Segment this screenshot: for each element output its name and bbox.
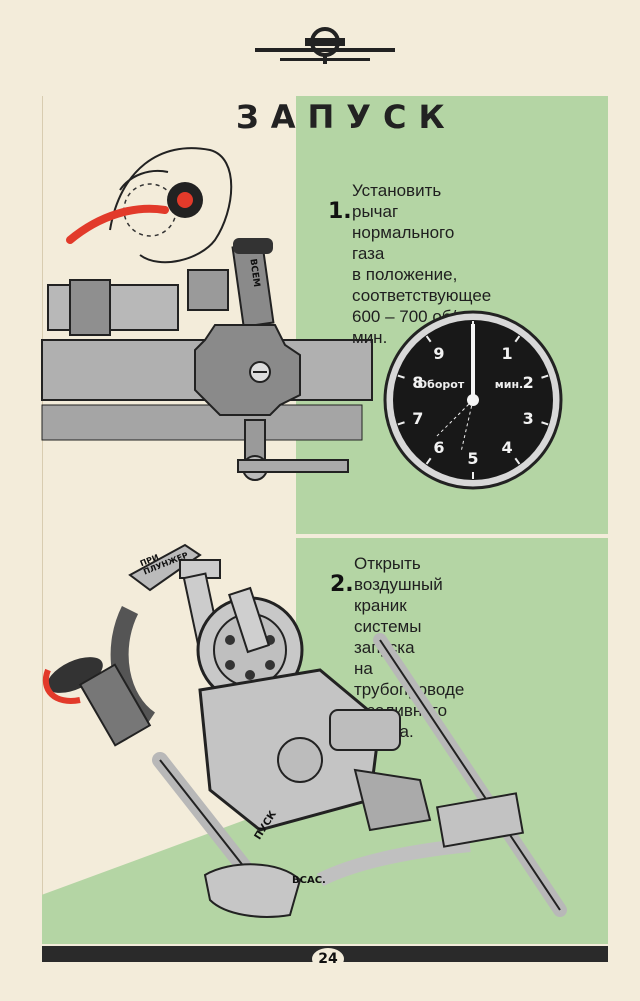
page-title: ЗАПУСК bbox=[236, 98, 457, 136]
gauge-tick bbox=[514, 457, 521, 465]
gauge-tick bbox=[397, 374, 405, 379]
page-number: 24 bbox=[312, 948, 344, 970]
airplane-icon bbox=[255, 27, 395, 64]
gauge-tick bbox=[541, 421, 549, 426]
gauge-tick bbox=[425, 335, 432, 343]
gauge-numbers: 12 34 5 67 89 bbox=[412, 344, 533, 468]
gauge-number: 5 bbox=[467, 449, 478, 468]
gauge-tick bbox=[397, 421, 405, 426]
gauge-number: 9 bbox=[433, 344, 444, 363]
vsas-label: ВСАС. bbox=[292, 875, 326, 886]
gauge-number: 4 bbox=[502, 438, 513, 457]
gauge-label-left: Оборот bbox=[418, 378, 465, 391]
tachometer-gauge: 12 34 5 67 89 Оборот мин. bbox=[383, 310, 563, 490]
content-frame bbox=[42, 96, 609, 944]
gauge-tick bbox=[541, 374, 549, 379]
gauge-number: 6 bbox=[433, 438, 444, 457]
gauge-ticks bbox=[397, 321, 549, 479]
gauge-tick bbox=[425, 457, 432, 465]
gauge-number: 8 bbox=[412, 373, 423, 392]
gauge-number: 2 bbox=[523, 373, 534, 392]
gauge-number: 7 bbox=[412, 409, 423, 428]
throttle-lever-illustration bbox=[41, 147, 373, 481]
gauge-number: 3 bbox=[523, 409, 534, 428]
gauge-number: 1 bbox=[502, 344, 513, 363]
step-2-number: 2. bbox=[330, 572, 354, 597]
gauge-tick bbox=[514, 335, 521, 343]
step-1-number: 1. bbox=[328, 199, 352, 224]
gauge-label-right: мин. bbox=[495, 378, 523, 391]
